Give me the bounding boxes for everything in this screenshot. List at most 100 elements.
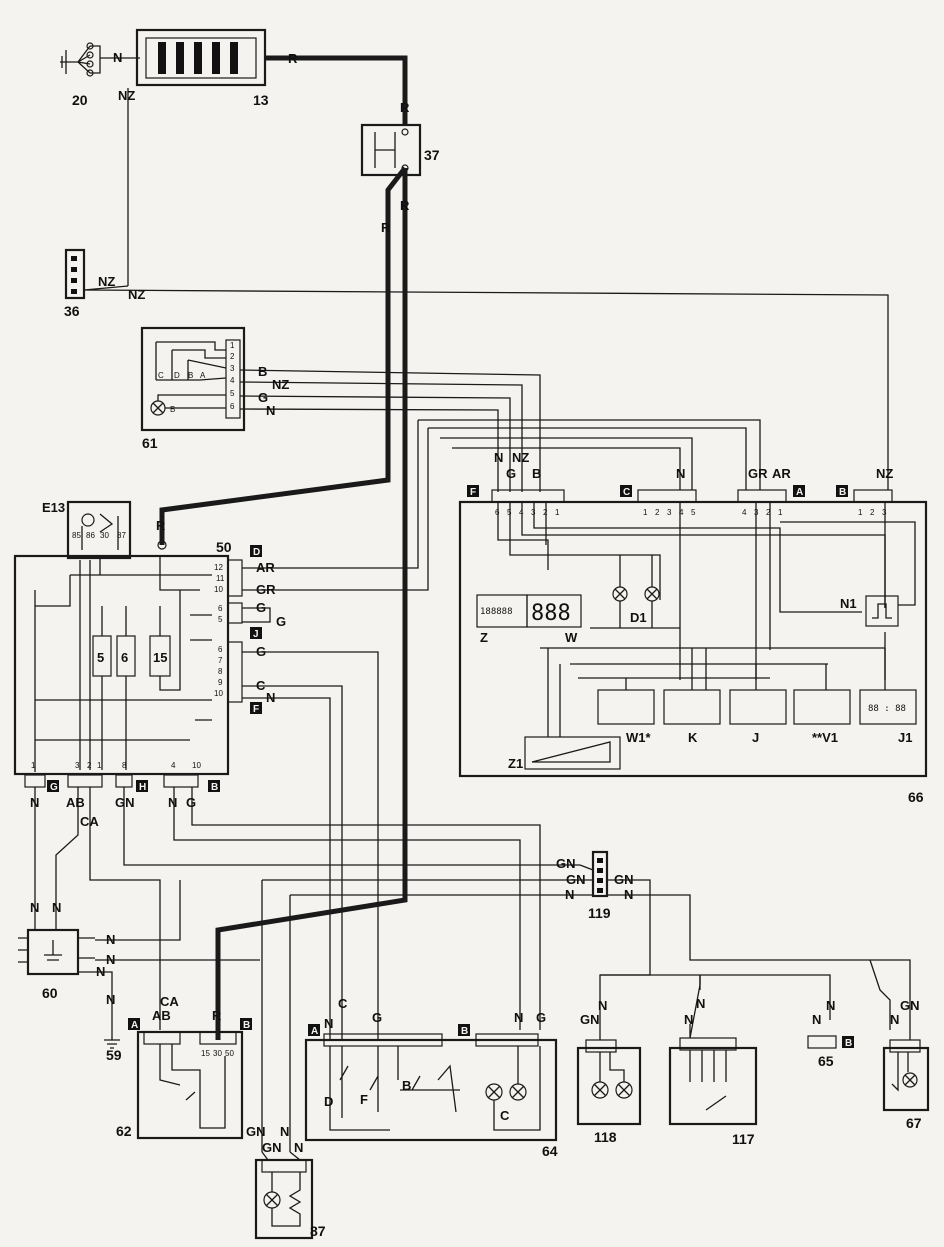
svg-text:10: 10	[214, 689, 223, 698]
wire-n-119b: N	[624, 887, 633, 902]
conn-f-66: F	[470, 487, 476, 498]
conn-a-62: A	[131, 1020, 138, 1031]
wire-gn-119b: GN	[566, 872, 586, 887]
label-k: K	[688, 730, 698, 745]
wire-n-g: N	[30, 795, 39, 810]
label-119: 119	[588, 905, 611, 921]
wire-n-64b: N	[514, 1010, 523, 1025]
svg-text:5: 5	[691, 508, 696, 517]
svg-text:87: 87	[117, 531, 126, 540]
wire-r-bat: R	[288, 51, 298, 66]
svg-text:10: 10	[192, 761, 201, 770]
svg-text:2: 2	[87, 761, 92, 770]
wire-n-66b: N	[676, 466, 685, 481]
label-61: 61	[142, 435, 158, 451]
wire-n-50b: N	[168, 795, 177, 810]
wire-c-50: C	[256, 678, 266, 693]
svg-text:30: 30	[100, 531, 109, 540]
label-118: 118	[594, 1129, 617, 1145]
wire-ab-62: AB	[152, 1008, 171, 1023]
wire-n-61: N	[266, 403, 275, 418]
wire-n-65b: N	[826, 998, 835, 1013]
wire-n-87a: N	[280, 1124, 289, 1139]
label-66: 66	[908, 789, 924, 805]
ignition-62: A B 15 30 50 62	[116, 1018, 252, 1140]
label-60: 60	[42, 985, 58, 1001]
label-n1: N1	[840, 596, 857, 611]
wire-r-37c: R	[381, 220, 391, 235]
connector-36: 36	[64, 248, 86, 319]
label-w1: W1*	[626, 730, 652, 745]
svg-text:15: 15	[201, 1049, 210, 1058]
label-64: 64	[542, 1143, 558, 1159]
wire-gn-119c: GN	[614, 872, 634, 887]
wire-gn-67: GN	[900, 998, 920, 1013]
svg-text:4: 4	[742, 508, 747, 517]
sw61-b: B	[188, 371, 193, 380]
wire-n-64: N	[324, 1016, 333, 1031]
label-e13: E13	[42, 500, 65, 515]
sw64-d: D	[324, 1094, 333, 1109]
svg-text:2: 2	[766, 508, 771, 517]
fuse-15: 15	[153, 650, 167, 665]
svg-text:4: 4	[679, 508, 684, 517]
wire-ar-50: AR	[256, 560, 275, 575]
svg-text:3: 3	[667, 508, 672, 517]
lamp-unit-118: 118	[576, 1039, 642, 1145]
wire-n-60d: N	[106, 952, 115, 967]
sw61-c: C	[158, 371, 164, 380]
label-j: J	[752, 730, 759, 745]
label-z1: Z1	[508, 756, 523, 771]
wire-g-50a: G	[256, 600, 266, 615]
sw61-lamp: B	[170, 405, 175, 414]
svg-text:1: 1	[555, 508, 560, 517]
wire-r-e13: R	[156, 518, 166, 533]
wire-n-50: N	[266, 690, 275, 705]
wire-gn-118: GN	[580, 1012, 600, 1027]
sw61-p2: 2	[230, 352, 235, 361]
label-j1: J1	[898, 730, 912, 745]
wire-n-87b: N	[294, 1140, 303, 1155]
svg-text:6: 6	[218, 604, 223, 613]
wire-ab-50: AB	[66, 795, 85, 810]
label-v1: **V1	[812, 730, 838, 745]
conn-a-64: A	[311, 1026, 318, 1037]
label-117: 117	[732, 1131, 755, 1147]
svg-text:86: 86	[86, 531, 95, 540]
wire-nz-36b: NZ	[128, 287, 145, 302]
conn-a-66: A	[796, 487, 803, 498]
label-59: 59	[106, 1047, 122, 1063]
wire-nz-66b: NZ	[876, 466, 893, 481]
svg-text:6: 6	[218, 645, 223, 654]
conn-b-66: B	[839, 487, 846, 498]
svg-text:8: 8	[122, 761, 127, 770]
wire-g-50d: G	[186, 795, 196, 810]
wire-gn-87b: GN	[262, 1140, 282, 1155]
wire-nz-36a: NZ	[98, 274, 115, 289]
label-d1: D1	[630, 610, 647, 625]
fuse-37: 37	[360, 123, 440, 177]
svg-text:12: 12	[214, 563, 223, 572]
wire-n-bat: N	[113, 50, 122, 65]
relay-e13: E13 85 86 30 87	[42, 500, 132, 560]
svg-text:4: 4	[171, 761, 176, 770]
odometer-display: 188888	[480, 607, 513, 617]
wire-gn-119a: GN	[556, 856, 576, 871]
wire-n-66a: N	[494, 450, 503, 465]
label-36: 36	[64, 303, 80, 319]
wire-g-66: G	[506, 466, 516, 481]
wire-n-60c: N	[106, 932, 115, 947]
wire-n-118: N	[598, 998, 607, 1013]
svg-text:10: 10	[214, 585, 223, 594]
wire-g-50c: G	[256, 644, 266, 659]
svg-text:1: 1	[31, 761, 36, 770]
label-87: 87	[310, 1223, 326, 1239]
label-13: 13	[253, 92, 269, 108]
sw64-c: C	[500, 1108, 510, 1123]
wire-gr-50: GR	[256, 582, 276, 597]
switch-61: C D B A B 1 2 3 4 5 6 61	[140, 326, 246, 451]
wire-n-60f: N	[106, 992, 115, 1007]
wire-g-61: G	[258, 390, 268, 405]
